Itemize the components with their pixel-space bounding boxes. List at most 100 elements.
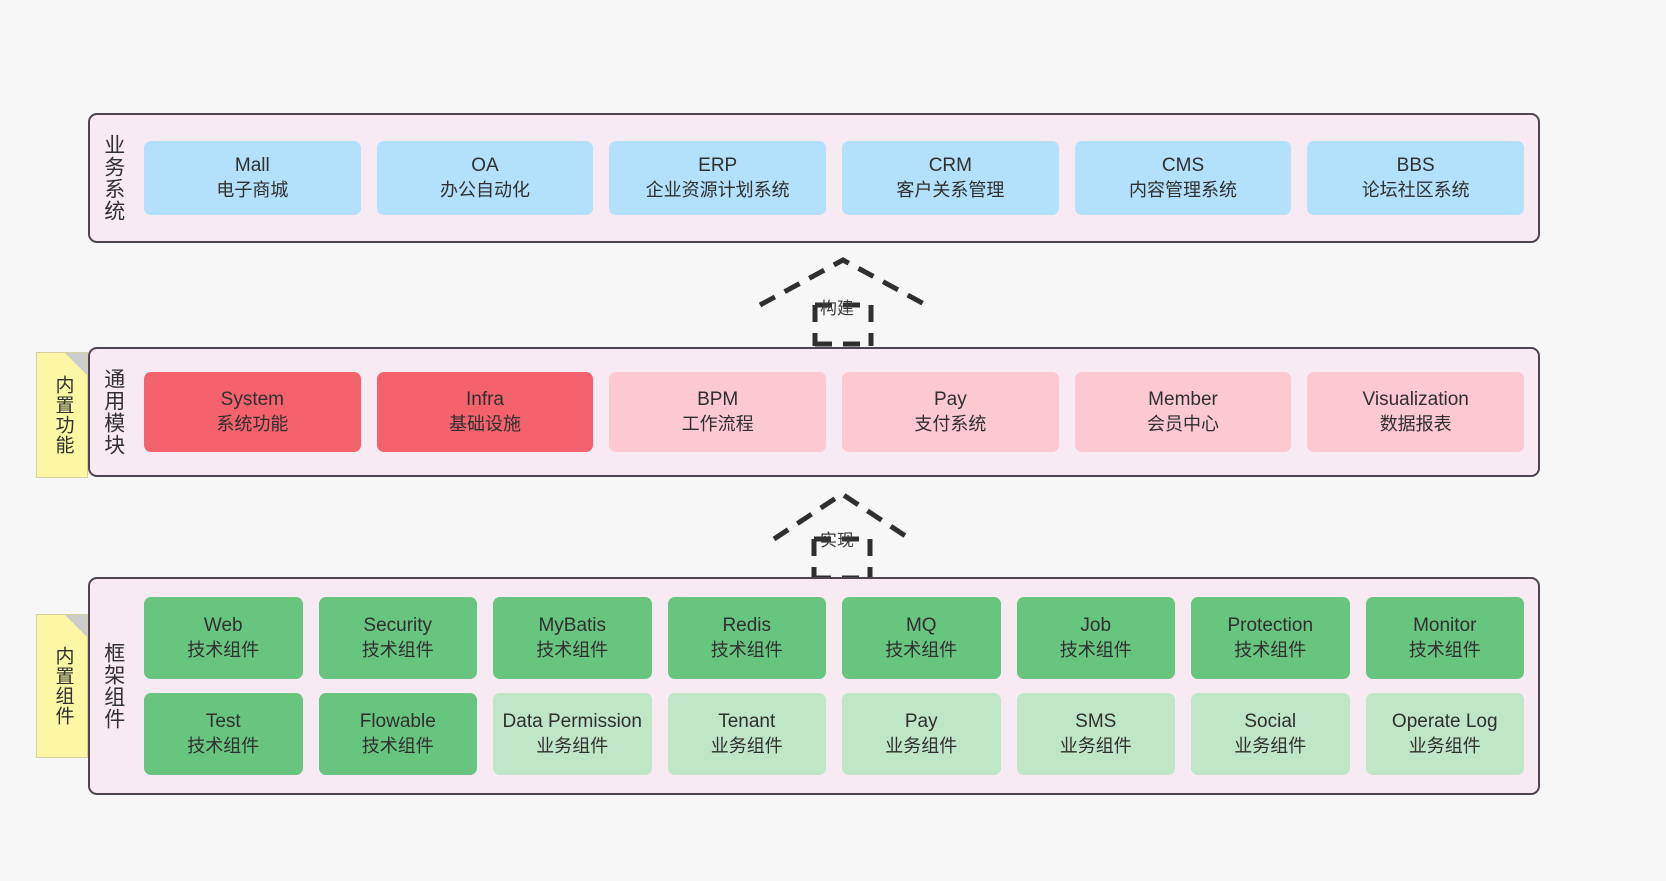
arrow-implement-icon <box>772 491 912 581</box>
note-fold-corner-icon <box>65 615 87 637</box>
component-card-protection[interactable]: Protection 技术组件 <box>1191 597 1350 679</box>
module-card-cms[interactable]: CMS 内容管理系统 <box>1074 141 1292 215</box>
component-type-cn: 技术组件 <box>710 639 783 660</box>
note-fold-corner-icon <box>65 353 87 375</box>
component-name-en: Job <box>1080 615 1112 637</box>
component-card-security[interactable]: Security 技术组件 <box>318 597 477 679</box>
module-name-en: ERP <box>698 155 738 177</box>
module-name-en: OA <box>471 155 499 177</box>
module-card-infra[interactable]: Infra 基础设施 <box>376 372 594 452</box>
module-name-cn: 电子商城 <box>216 179 289 200</box>
layer-row: Mall 电子商城 OA 办公自动化 ERP 企业资源计划系统 CRM 客户关系… <box>144 141 1525 215</box>
component-type-cn: 技术组件 <box>536 639 609 660</box>
layer-title-framework: 框架组件 <box>101 642 125 730</box>
component-type-cn: 业务组件 <box>885 735 958 756</box>
module-name-cn: 支付系统 <box>914 413 987 434</box>
module-card-erp[interactable]: ERP 企业资源计划系统 <box>609 141 827 215</box>
module-card-mall[interactable]: Mall 电子商城 <box>144 141 361 215</box>
component-type-cn: 业务组件 <box>1234 735 1307 756</box>
component-card-sms[interactable]: SMS 业务组件 <box>1016 693 1175 775</box>
component-type-cn: 业务组件 <box>1408 735 1481 756</box>
component-type-cn: 技术组件 <box>361 735 434 756</box>
component-card-pay[interactable]: Pay 业务组件 <box>842 693 1001 775</box>
layer-row: Web 技术组件 Security 技术组件 MyBatis 技术组件 Redi… <box>144 597 1524 679</box>
arrow-build-icon <box>758 257 928 347</box>
module-name-en: CRM <box>928 155 972 177</box>
component-name-en: Test <box>205 711 241 733</box>
module-name-en: System <box>220 389 285 411</box>
arrow-implement-generalization: 实现 <box>772 491 942 581</box>
component-type-cn: 技术组件 <box>1059 639 1132 660</box>
module-name-en: Infra <box>465 389 505 411</box>
module-name-cn: 会员中心 <box>1147 413 1220 434</box>
component-type-cn: 业务组件 <box>710 735 783 756</box>
component-name-en: Redis <box>722 615 772 637</box>
component-name-en: Operate Log <box>1391 711 1498 733</box>
module-name-en: BBS <box>1396 155 1435 177</box>
component-name-en: Protection <box>1227 615 1314 637</box>
module-name-cn: 内容管理系统 <box>1129 179 1238 200</box>
layer-body-common: System 系统功能 Infra 基础设施 BPM 工作流程 Pay 支付系统… <box>136 349 1538 475</box>
module-name-en: Visualization <box>1362 389 1469 411</box>
component-name-en: Flowable <box>359 711 436 733</box>
component-name-en: Security <box>363 615 433 637</box>
layer-title-common: 通用模块 <box>101 368 125 456</box>
component-card-redis[interactable]: Redis 技术组件 <box>667 597 826 679</box>
component-card-social[interactable]: Social 业务组件 <box>1191 693 1350 775</box>
layer-framework-components: 框架组件 Web 技术组件 Security 技术组件 MyBatis 技术组件… <box>88 577 1540 795</box>
module-name-cn: 基础设施 <box>449 413 521 434</box>
module-card-bbs[interactable]: BBS 论坛社区系统 <box>1307 141 1525 215</box>
component-card-mq[interactable]: MQ 技术组件 <box>842 597 1001 679</box>
component-card-web[interactable]: Web 技术组件 <box>144 597 303 679</box>
module-card-pay[interactable]: Pay 支付系统 <box>842 372 1059 452</box>
module-name-cn: 办公自动化 <box>440 179 530 200</box>
layer-common-modules: 通用模块 System 系统功能 Infra 基础设施 BPM 工作流程 Pay… <box>88 347 1540 477</box>
component-name-en: MQ <box>905 615 937 637</box>
module-name-cn: 企业资源计划系统 <box>645 179 790 200</box>
component-type-cn: 技术组件 <box>361 639 434 660</box>
component-name-en: Tenant <box>718 711 776 733</box>
component-card-operate-log[interactable]: Operate Log 业务组件 <box>1365 693 1524 775</box>
note-label: 内置组件 <box>52 646 74 726</box>
component-name-en: MyBatis <box>538 615 607 637</box>
component-card-tenant[interactable]: Tenant 业务组件 <box>667 693 826 775</box>
module-card-oa[interactable]: OA 办公自动化 <box>376 141 594 215</box>
module-name-en: Pay <box>933 389 967 411</box>
layer-body-business: Mall 电子商城 OA 办公自动化 ERP 企业资源计划系统 CRM 客户关系… <box>136 115 1538 241</box>
component-name-en: Web <box>203 615 243 637</box>
module-name-en: Member <box>1148 389 1218 411</box>
layer-row: Test 技术组件 Flowable 技术组件 Data Permission … <box>144 693 1524 775</box>
layer-row: System 系统功能 Infra 基础设施 BPM 工作流程 Pay 支付系统… <box>144 372 1525 452</box>
component-card-test[interactable]: Test 技术组件 <box>144 693 303 775</box>
note-label: 内置功能 <box>52 375 74 455</box>
arrow-implement-label: 实现 <box>820 531 854 550</box>
component-card-mybatis[interactable]: MyBatis 技术组件 <box>493 597 652 679</box>
component-name-en: Social <box>1244 711 1297 733</box>
component-card-flowable[interactable]: Flowable 技术组件 <box>318 693 477 775</box>
component-name-en: Monitor <box>1413 615 1477 637</box>
module-name-cn: 数据报表 <box>1379 413 1452 434</box>
component-card-job[interactable]: Job 技术组件 <box>1016 597 1175 679</box>
component-card-data-permission[interactable]: Data Permission 业务组件 <box>493 693 652 775</box>
note-builtin-function: 内置功能 <box>36 352 88 478</box>
component-type-cn: 技术组件 <box>187 735 260 756</box>
layer-business-systems: 业务系统 Mall 电子商城 OA 办公自动化 ERP 企业资源计划系统 CRM… <box>88 113 1540 243</box>
module-card-member[interactable]: Member 会员中心 <box>1074 372 1292 452</box>
component-card-monitor[interactable]: Monitor 技术组件 <box>1365 597 1524 679</box>
module-name-cn: 客户关系管理 <box>896 179 1005 200</box>
module-card-bpm[interactable]: BPM 工作流程 <box>609 372 827 452</box>
component-type-cn: 技术组件 <box>885 639 958 660</box>
module-card-visualization[interactable]: Visualization 数据报表 <box>1307 372 1525 452</box>
note-builtin-component: 内置组件 <box>36 614 88 758</box>
module-card-crm[interactable]: CRM 客户关系管理 <box>842 141 1059 215</box>
module-name-cn: 工作流程 <box>681 413 754 434</box>
component-type-cn: 技术组件 <box>1408 639 1481 660</box>
module-name-cn: 论坛社区系统 <box>1361 179 1470 200</box>
module-card-system[interactable]: System 系统功能 <box>144 372 361 452</box>
component-name-en: Data Permission <box>502 711 642 733</box>
module-name-en: Mall <box>234 155 270 177</box>
component-name-en: Pay <box>904 711 938 733</box>
module-name-cn: 系统功能 <box>216 413 289 434</box>
arrow-build-generalization: 构建 <box>758 257 928 347</box>
